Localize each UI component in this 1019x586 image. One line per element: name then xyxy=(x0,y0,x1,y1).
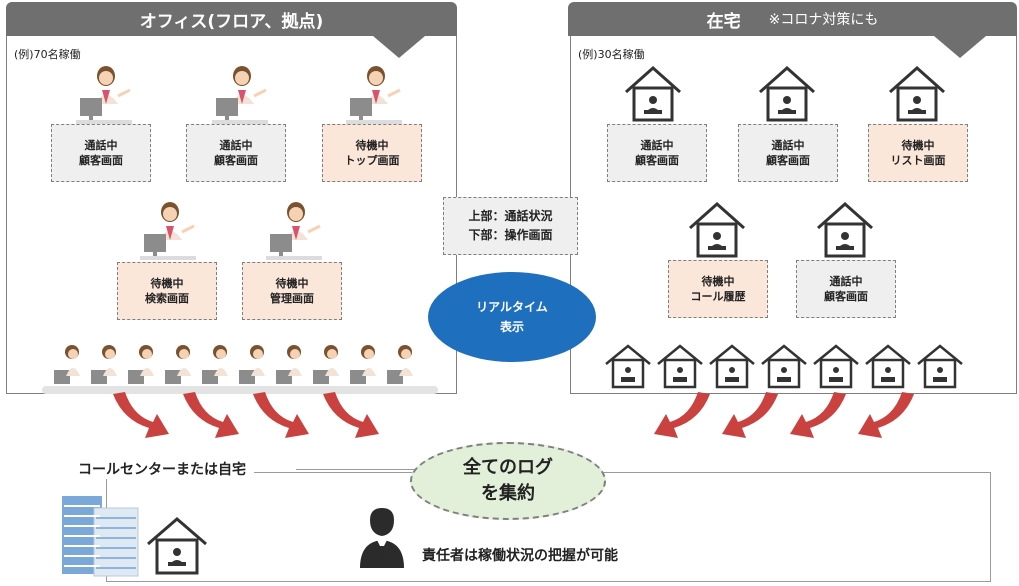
operator-icon xyxy=(212,66,268,124)
office-screen-5: 待機中 管理画面 xyxy=(242,262,342,320)
screen-view: 顧客画面 xyxy=(824,290,868,303)
home-screen-1: 通話中 顧客画面 xyxy=(607,124,707,182)
home-title: 在宅 xyxy=(706,11,741,32)
operator-icon xyxy=(266,202,322,260)
operator-row-icon xyxy=(42,345,438,394)
screen-view: 管理画面 xyxy=(270,292,314,305)
home-screen-3: 待機中 リスト画面 xyxy=(868,124,968,182)
office-screen-2: 通話中 顧客画面 xyxy=(186,124,286,182)
office-screen-3: 待機中 トップ画面 xyxy=(322,124,422,182)
realtime-sub-label: 表示 xyxy=(499,320,524,334)
office-header-tab xyxy=(373,36,425,58)
operator-icon xyxy=(346,66,402,124)
office-example-label: (例)70名稼働 xyxy=(14,48,81,61)
realtime-label: リアルタイム xyxy=(476,300,548,314)
screen-status: 待機中 xyxy=(355,139,389,152)
home-screen-5: 通話中 顧客画面 xyxy=(796,260,896,318)
bottom-title: コールセンターまたは自宅 xyxy=(78,459,254,479)
screen-status: 待機中 xyxy=(701,275,735,288)
office-screen-4: 待機中 検索画面 xyxy=(117,262,217,320)
log-aggregation-badge: 全てのログ を集約 xyxy=(410,442,606,520)
collect-sub-label: を集約 xyxy=(481,483,535,504)
screen-view: 顧客画面 xyxy=(635,154,679,167)
screen-status: 通話中 xyxy=(640,139,674,152)
home-house-icon xyxy=(625,65,681,122)
screen-view: リスト画面 xyxy=(890,154,946,167)
operator-icon xyxy=(76,66,132,124)
home-house-icon xyxy=(759,65,815,122)
manager-note: 責任者は稼働状況の把握が可能 xyxy=(422,548,618,564)
screen-view: トップ画面 xyxy=(344,154,400,167)
home-house-icon xyxy=(889,65,945,122)
screen-status: 通話中 xyxy=(829,275,863,288)
manager-icon xyxy=(360,508,404,568)
home-example-label: (例)30名稼働 xyxy=(578,48,645,61)
realtime-display-badge: リアルタイム 表示 xyxy=(428,272,596,362)
screen-status: 待機中 xyxy=(901,139,935,152)
screen-status: 待機中 xyxy=(275,277,309,290)
screen-status: 通話中 xyxy=(219,139,253,152)
home-house-row-icon xyxy=(605,344,963,389)
screen-view: コール履歴 xyxy=(690,290,746,303)
home-header: 在宅 ※コロナ対策にも xyxy=(568,2,1017,36)
office-building-icon xyxy=(62,496,139,577)
display-layout-note: 上部：通話状況 下部：操作画面 xyxy=(443,197,578,255)
screen-view: 顧客画面 xyxy=(79,154,123,167)
screen-view: 検索画面 xyxy=(145,292,189,305)
screen-view: 顧客画面 xyxy=(766,154,810,167)
home-note: ※コロナ対策にも xyxy=(768,12,879,28)
screen-status: 待機中 xyxy=(150,277,184,290)
screen-status: 通話中 xyxy=(84,139,118,152)
bottom-title-rule xyxy=(296,469,431,470)
home-screen-4: 待機中 コール履歴 xyxy=(668,260,768,318)
office-screen-1: 通話中 顧客画面 xyxy=(51,124,151,182)
home-screen-2: 通話中 顧客画面 xyxy=(738,124,838,182)
home-house-icon xyxy=(147,517,207,575)
screen-view: 顧客画面 xyxy=(214,154,258,167)
home-house-icon xyxy=(817,201,873,258)
home-house-icon xyxy=(689,201,745,258)
office-title: オフィス(フロア、拠点) xyxy=(6,2,457,36)
flow-arrows-home xyxy=(654,392,914,438)
display-bottom-note: 下部：操作画面 xyxy=(468,228,553,242)
display-top-note: 上部：通話状況 xyxy=(468,209,553,223)
flow-arrows-office xyxy=(113,392,379,438)
home-header-tab xyxy=(934,36,986,58)
operator-icon xyxy=(140,202,196,260)
collect-label: 全てのログ xyxy=(463,457,553,478)
screen-status: 通話中 xyxy=(771,139,805,152)
